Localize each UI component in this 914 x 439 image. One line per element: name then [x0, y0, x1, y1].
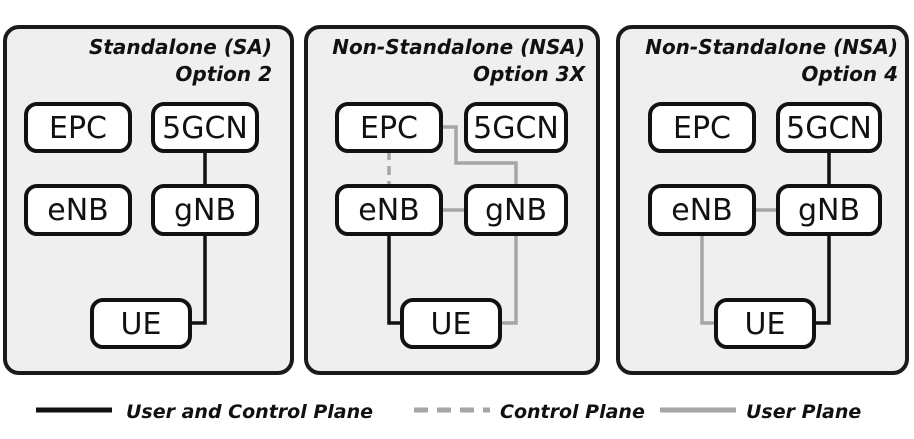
link-gnb-ue: [814, 234, 831, 325]
node-enb: eNB: [335, 184, 443, 236]
node-label: 5GCN: [786, 111, 872, 146]
link-enb-ue: [700, 234, 716, 325]
node-label: EPC: [360, 111, 418, 146]
node-label: 5GCN: [162, 111, 248, 146]
node-gnb: gNB: [776, 184, 882, 236]
node-epc: EPC: [24, 102, 132, 153]
node-enb: eNB: [648, 184, 756, 236]
legend-label-user-plane: User Plane: [746, 401, 861, 423]
panel-subtitle: Option 4: [801, 62, 898, 86]
legend-label-user-and-control-plane: User and Control Plane: [126, 401, 373, 423]
node-epc: EPC: [648, 102, 756, 153]
legend-label-control-plane: Control Plane: [500, 401, 645, 423]
node-enb: eNB: [24, 184, 132, 236]
panel-subtitle: Option 3X: [473, 62, 587, 86]
node-label: UE: [745, 307, 786, 342]
node-label: 5GCN: [473, 111, 559, 146]
node-5gcn: 5GCN: [151, 102, 259, 153]
node-label: gNB: [798, 193, 860, 228]
node-label: EPC: [673, 111, 731, 146]
legend: User and Control Plane Control Plane Use…: [36, 401, 861, 423]
node-label: gNB: [485, 193, 547, 228]
node-5gcn: 5GCN: [464, 102, 568, 153]
node-label: eNB: [47, 193, 108, 228]
node-label: gNB: [174, 193, 236, 228]
panel-title: Standalone (SA): [89, 35, 272, 59]
node-gnb: gNB: [151, 184, 259, 236]
node-ue: UE: [714, 298, 816, 349]
node-gnb: gNB: [464, 184, 568, 236]
link-epc-gnb: [441, 125, 518, 186]
node-label: eNB: [358, 193, 419, 228]
node-ue: UE: [90, 298, 192, 349]
node-epc: EPC: [335, 102, 443, 153]
link-enb-ue: [387, 234, 402, 325]
panel-nsa-option-4: Non-Standalone (NSA) Option 4 EPC 5GCN e…: [616, 25, 909, 375]
panel-nsa-option-3x: Non-Standalone (NSA) Option 3X EPC 5GCN …: [304, 25, 600, 375]
panel-sa-option-2: Standalone (SA) Option 2 EPC 5GCN eNB gN…: [3, 25, 294, 375]
panel-subtitle: Option 2: [175, 62, 272, 86]
node-5gcn: 5GCN: [776, 102, 882, 153]
link-gnb-ue: [500, 234, 518, 325]
node-label: UE: [121, 307, 162, 342]
panel-title: Non-Standalone (NSA): [332, 35, 585, 59]
link-gnb-ue: [190, 234, 207, 325]
node-label: EPC: [49, 111, 107, 146]
panel-title: Non-Standalone (NSA): [645, 35, 898, 59]
node-ue: UE: [400, 298, 502, 349]
node-label: UE: [431, 307, 472, 342]
node-label: eNB: [671, 193, 732, 228]
